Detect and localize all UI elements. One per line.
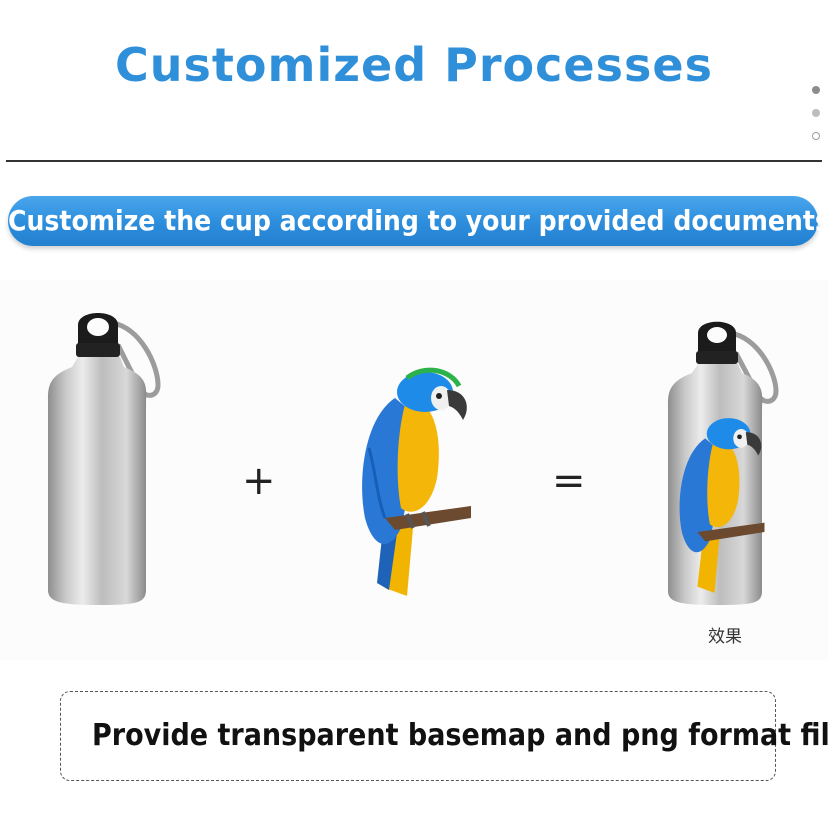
page-dot-active[interactable] bbox=[812, 86, 820, 94]
header-divider bbox=[6, 160, 822, 162]
requirements-text: Provide transparent basemap and png form… bbox=[92, 718, 828, 753]
equals-sign: = bbox=[552, 458, 586, 504]
page-indicator[interactable] bbox=[812, 86, 824, 155]
plus-sign: + bbox=[242, 458, 276, 504]
page-dot-outline[interactable] bbox=[812, 132, 820, 140]
instruction-banner: Customize the cup according to your prov… bbox=[8, 196, 828, 246]
printed-bottle-icon bbox=[667, 321, 779, 605]
page-title: Customized Processes bbox=[115, 38, 713, 92]
requirements-box bbox=[60, 691, 776, 781]
blank-bottle-icon bbox=[47, 313, 161, 605]
parrot-image bbox=[362, 367, 471, 596]
page-dot[interactable] bbox=[812, 109, 820, 117]
result-caption: 效果 bbox=[708, 627, 742, 647]
